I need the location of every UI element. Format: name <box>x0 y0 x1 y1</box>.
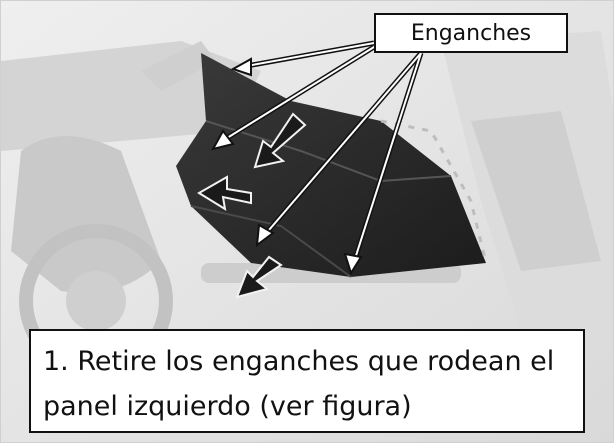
removal-arrows <box>197 112 307 299</box>
instruction-line-2: panel izquierdo (ver figura) <box>43 391 412 422</box>
panel-lower-edge <box>190 205 352 278</box>
pointer-head-1 <box>230 57 252 77</box>
removal-arrow-left <box>197 175 252 212</box>
pointer-head-2 <box>211 129 235 151</box>
pointer-head-4 <box>343 252 363 276</box>
removal-arrow-down <box>235 255 283 299</box>
wheel-hub-shape <box>66 271 126 331</box>
instruction-caption: 1. Retire los enganches que rodean el pa… <box>29 329 585 433</box>
callout-pointers-inner <box>218 42 422 266</box>
callout-enganches: Enganches <box>374 13 568 53</box>
bike-frame-shape <box>471 111 601 271</box>
bike-upper-shape <box>141 41 216 91</box>
callout-label: Enganches <box>410 20 532 46</box>
panel-edge-line <box>205 120 452 183</box>
left-side-panel <box>176 53 486 277</box>
pointer-head-3 <box>255 223 275 248</box>
pointer-arrowheads <box>211 57 363 276</box>
removal-arrow-up <box>253 112 307 169</box>
instruction-line-1: 1. Retire los enganches que rodean el <box>43 346 555 377</box>
